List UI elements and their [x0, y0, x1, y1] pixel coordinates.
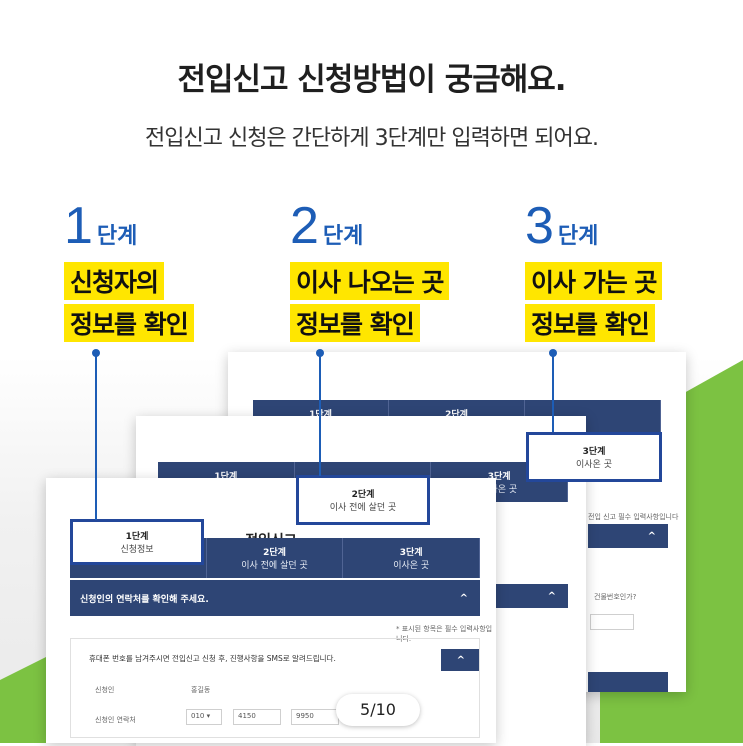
step-2-dot — [316, 349, 324, 357]
step-3-desc-line2: 정보를 확인 — [525, 304, 655, 342]
step-3-connector — [552, 354, 554, 432]
step-2-desc-line2: 정보를 확인 — [290, 304, 420, 342]
step-1-desc-line1: 신청자의 — [64, 262, 165, 300]
step-3-desc-line1: 이사 가는 곳 — [525, 262, 663, 300]
chevron-up-icon: ^ — [647, 530, 656, 542]
phone-prefix-select[interactable]: 010 ▾ — [186, 709, 222, 725]
required-note: * 표시된 항목은 필수 입력사항입니다. — [396, 625, 493, 643]
page-subtitle: 전입신고 신청은 간단하게 3단계만 입력하면 되어요. — [145, 126, 599, 151]
page-title: 전입신고 신청방법이 궁금해요. — [177, 62, 566, 98]
page-indicator: 5/10 — [336, 694, 420, 726]
contact-collapse-bar[interactable]: ^ — [441, 649, 479, 671]
phone-middle-input[interactable]: 4150 — [233, 709, 281, 725]
back-section-bar-2[interactable] — [588, 672, 668, 692]
contact-box: 휴대폰 번호를 남겨주시면 전입신고 신청 후, 진행사항을 SMS로 알려드립… — [70, 638, 480, 738]
applicant-label: 신청인 — [95, 686, 115, 694]
back-field[interactable] — [590, 614, 634, 630]
tab-step-1[interactable] — [70, 538, 207, 578]
chevron-up-icon: ^ — [459, 592, 468, 604]
step-2-number: 2 — [290, 197, 319, 255]
back-question: 건물번호인가? — [594, 593, 637, 601]
back-required-note: 전입 신고 필수 입력사항입니다 — [588, 513, 679, 521]
step-3-word: 단계 — [557, 224, 599, 249]
step-1-connector — [95, 354, 97, 520]
back-section-bar[interactable]: ^ — [588, 524, 668, 548]
step-1-dot — [92, 349, 100, 357]
step-3-dot — [549, 349, 557, 357]
step-2-desc-line1: 이사 나오는 곳 — [290, 262, 450, 300]
step-2-connector — [319, 354, 321, 476]
section-contact-bar[interactable]: 신청인의 연락처를 확인해 주세요. ^ — [70, 580, 480, 616]
step-2-word: 단계 — [322, 224, 364, 249]
step-1-word: 단계 — [96, 224, 138, 249]
chevron-up-icon: ^ — [456, 654, 465, 666]
step-3-number: 3 — [525, 197, 554, 255]
tab-step-3[interactable] — [525, 400, 661, 440]
applicant-value: 홍길동 — [191, 686, 211, 694]
chevron-down-icon: ▾ — [206, 712, 211, 720]
middle-section-bar[interactable]: ^ — [492, 584, 568, 608]
step-1-desc-line2: 정보를 확인 — [64, 304, 194, 342]
section-contact-title: 신청인의 연락처를 확인해 주세요. — [80, 594, 209, 605]
sms-notice: 휴대폰 번호를 남겨주시면 전입신고 신청 후, 진행사항을 SMS로 알려드립… — [89, 654, 336, 663]
contact-label: 신청인 연락처 — [95, 716, 136, 724]
step-1-number: 1 — [64, 197, 93, 255]
phone-last-input[interactable]: 9950 — [291, 709, 339, 725]
chevron-up-icon: ^ — [547, 590, 556, 602]
